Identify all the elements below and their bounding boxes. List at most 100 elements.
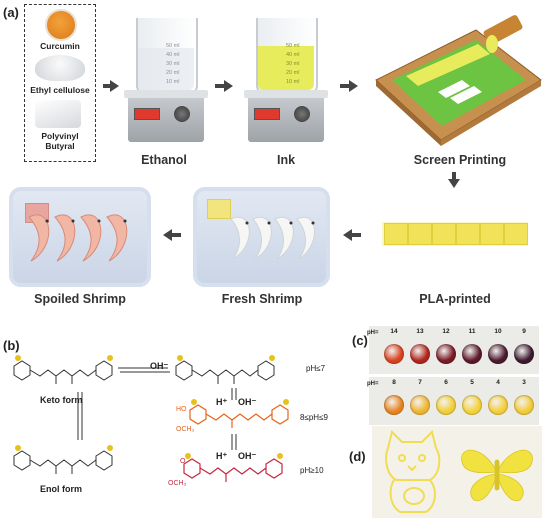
- ph-well: [384, 395, 404, 415]
- ph-num: 10: [494, 328, 502, 335]
- pla-square: [456, 223, 480, 245]
- arrow-1-stem: [103, 84, 111, 88]
- scale-40: 40 ml: [166, 52, 180, 58]
- arrow-3-stem: [340, 84, 350, 88]
- scale-50: 50 ml: [286, 43, 300, 49]
- panel-d-label: (d): [349, 449, 366, 464]
- ph-num: 9: [522, 328, 526, 335]
- ph-condition-3: pH≥10: [300, 466, 324, 475]
- scale-20: 20 ml: [286, 70, 300, 76]
- pla-square: [432, 223, 456, 245]
- ethyl-cellulose-powder: [35, 55, 85, 81]
- reagent-oh-1: OH⁻: [150, 361, 169, 371]
- arrow-3-icon: [349, 80, 358, 92]
- ph-well: [488, 395, 508, 415]
- screen-printing-illustration: [375, 15, 542, 146]
- ph-numbers-row-2: 8 7 6 5 4 3: [383, 379, 539, 389]
- scale-10: 10 ml: [286, 79, 300, 85]
- ph-condition-1: pH≤7: [306, 364, 326, 373]
- panel-b-label: (b): [3, 338, 20, 353]
- arrow-left-1-icon: [343, 229, 352, 241]
- ph-num: 3: [522, 379, 526, 386]
- enol-structure: [13, 450, 113, 474]
- beaker-ethanol: 50 ml 40 ml 30 ml 20 ml 10 ml: [124, 18, 208, 148]
- ph-well: [462, 344, 482, 364]
- reagent-oh-2: OH⁻: [238, 397, 257, 407]
- arrow-left-1-stem: [351, 233, 361, 237]
- fresh-shrimp-icon: [230, 216, 315, 260]
- methoxy-group-2: OCH₃: [168, 480, 187, 487]
- ph-prefix-row-1: pH=: [367, 330, 379, 336]
- caption-pla-printed: PLA-printed: [419, 292, 491, 306]
- caption-ethanol: Ethanol: [141, 153, 187, 167]
- ph-well: [410, 344, 430, 364]
- stirrer-knob: [174, 106, 190, 122]
- stirrer-knob: [294, 106, 310, 122]
- indicator-label-fresh: [207, 199, 231, 219]
- caption-screen-printing: Screen Printing: [413, 153, 507, 167]
- material-polyvinyl-butyral: Polyvinyl Butyral: [41, 131, 79, 151]
- caption-spoiled-shrimp: Spoiled Shrimp: [34, 292, 126, 306]
- ph-well: [384, 344, 404, 364]
- ph-well: [514, 344, 534, 364]
- arrow-down-icon: [448, 179, 460, 188]
- spoiled-shrimp-icon: [28, 214, 128, 262]
- ph-well: [462, 395, 482, 415]
- panel-c-label: (c): [352, 333, 368, 348]
- ph-well: [410, 395, 430, 415]
- pla-square: [480, 223, 504, 245]
- structure-ph10: [183, 458, 283, 482]
- stirrer-top: [124, 90, 208, 98]
- well-plate-row-2: pH= 8 7 6 5 4 3: [367, 377, 540, 425]
- arrow-2-stem: [215, 84, 225, 88]
- ph-well: [488, 344, 508, 364]
- pattern-square: [438, 86, 458, 98]
- hydroxy-group: HO: [176, 406, 187, 413]
- arrow-1-icon: [110, 80, 119, 92]
- scale-30: 30 ml: [286, 61, 300, 67]
- scale-50: 50 ml: [166, 43, 180, 49]
- ph-prefix-row-2: pH=: [367, 381, 379, 387]
- pattern-square: [450, 80, 470, 92]
- scale-10: 10 ml: [166, 79, 180, 85]
- arrow-2-icon: [224, 80, 233, 92]
- ph-num: 5: [470, 379, 474, 386]
- ph-num: 6: [444, 379, 448, 386]
- pattern-square: [462, 86, 482, 98]
- structure-ph8-9: [189, 404, 289, 428]
- cat-pattern: [385, 430, 441, 513]
- ink-liquid: [258, 46, 314, 90]
- reagent-oh-3: OH⁻: [238, 451, 257, 461]
- pattern-square: [450, 92, 470, 104]
- pla-strip: [382, 222, 528, 246]
- pla-square: [504, 223, 528, 245]
- oxide-group: O: [180, 458, 186, 465]
- ph-num: 12: [442, 328, 450, 335]
- ink-drip: [486, 35, 498, 53]
- butterfly-pattern: [461, 449, 533, 502]
- printed-patterns-photo: [372, 426, 542, 518]
- frame-side: [376, 80, 441, 146]
- ph-well: [514, 395, 534, 415]
- spoiled-shrimp-tray: [9, 187, 151, 287]
- scale-30: 30 ml: [166, 61, 180, 67]
- wells-row-2: [384, 393, 540, 417]
- scale-40: 40 ml: [286, 52, 300, 58]
- arrow-down-stem: [452, 172, 456, 180]
- curcumin-powder: [45, 9, 77, 41]
- ph-num: 7: [418, 379, 422, 386]
- ph-num: 13: [416, 328, 424, 335]
- curcumin-structures: [13, 355, 289, 482]
- pla-square: [408, 223, 432, 245]
- ph-num: 4: [496, 379, 500, 386]
- caption-fresh-shrimp: Fresh Shrimp: [221, 292, 303, 306]
- ph-well: [436, 395, 456, 415]
- arrow-left-2-icon: [163, 229, 172, 241]
- ph-num: 8: [392, 379, 396, 386]
- ph-condition-2: 8≤pH≤9: [300, 413, 328, 422]
- ph-num: 11: [468, 328, 476, 335]
- panel-a-label: (a): [3, 5, 19, 20]
- material-curcumin: Curcumin: [40, 41, 80, 51]
- stirrer-display: [254, 108, 280, 120]
- materials-box: Curcumin Ethyl cellulose Polyvinyl Butyr…: [24, 4, 96, 162]
